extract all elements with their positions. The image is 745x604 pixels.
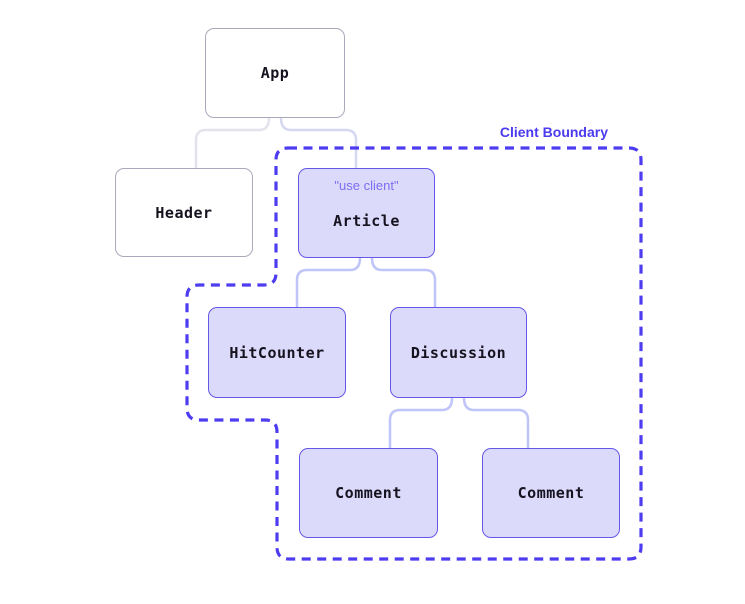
edge-app-article <box>279 117 358 168</box>
node-comment-1-label: Comment <box>335 484 402 502</box>
edge-article-hitcounter <box>295 257 362 307</box>
edge-app-header <box>194 117 271 168</box>
node-comment-1: Comment <box>299 448 438 538</box>
node-discussion-label: Discussion <box>410 343 507 362</box>
node-header-label: Header <box>155 203 213 222</box>
node-hitcounter-label: HitCounter <box>229 343 325 362</box>
node-comment-2-label: Comment <box>517 484 585 502</box>
node-comment-2: Comment <box>482 448 620 538</box>
node-article: "use client" Article <box>298 168 435 258</box>
client-boundary-outline <box>185 146 643 561</box>
node-app-label: App <box>260 64 290 82</box>
node-hitcounter: HitCounter <box>208 307 346 398</box>
node-app: App <box>205 28 345 118</box>
node-discussion: Discussion <box>390 307 527 398</box>
use-client-directive: "use client" <box>334 178 399 193</box>
edge-article-discussion <box>370 257 437 307</box>
edge-discussion-comment-1 <box>388 397 454 448</box>
node-article-label: Article <box>333 212 400 230</box>
edge-discussion-comment-2 <box>462 397 530 448</box>
client-boundary-label: Client Boundary <box>499 124 608 140</box>
node-header: Header <box>115 168 253 257</box>
